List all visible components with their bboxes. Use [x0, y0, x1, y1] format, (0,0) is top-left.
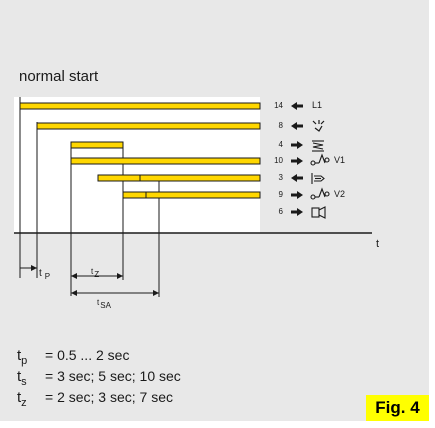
valve-v2-label: V2 — [334, 189, 345, 199]
formula-symbol: t — [17, 389, 22, 406]
signal-bar-3 — [97, 174, 261, 182]
valve-icon — [310, 153, 330, 166]
arrow-left-icon — [71, 290, 77, 296]
diagram-title: normal start — [19, 68, 99, 85]
formula-value: = 3 sec; 5 sec; 10 sec — [45, 368, 181, 384]
formula-subscript: s — [21, 376, 27, 388]
formula-value: = 0.5 ... 2 sec — [45, 347, 130, 363]
formula-tz: tz = 2 sec; 3 sec; 7 sec — [17, 390, 181, 411]
terminal-number: 8 — [279, 121, 284, 130]
signal-bar-14 — [19, 102, 261, 110]
formula-ts: ts = 3 sec; 5 sec; 10 sec — [17, 369, 181, 390]
signal-bar-8 — [36, 122, 261, 130]
terminal-number: 4 — [279, 140, 284, 149]
terminal-number: 9 — [279, 190, 284, 199]
flame-sensor-icon — [312, 120, 325, 132]
terminal-number: 10 — [274, 156, 283, 165]
alarm-horn-icon — [311, 206, 326, 219]
flame-signal-icon — [311, 173, 325, 184]
arrow-left-icon — [71, 273, 77, 279]
formula-symbol: t — [17, 347, 22, 364]
arrow-right-icon — [117, 273, 123, 279]
plot-area — [14, 97, 260, 233]
time-axis-label: t — [376, 238, 379, 250]
interval-tsa: tSA — [71, 290, 159, 310]
arrow-in-icon — [291, 122, 303, 130]
terminal-number: 14 — [274, 101, 283, 110]
timing-formulas: tp= 0.5 ... 2 sec ts= 3 sec; 5 sec; 10 s… — [17, 348, 181, 411]
valve-v1-label: V1 — [334, 155, 345, 165]
arrow-right-icon — [31, 265, 37, 271]
formula-symbol: t — [17, 368, 22, 385]
terminal-number: 6 — [279, 207, 284, 216]
arrow-in-icon — [291, 102, 303, 110]
arrow-right-icon — [153, 290, 159, 296]
arrow-out-icon — [291, 141, 303, 149]
arrow-out-icon — [291, 157, 303, 165]
interval-tz: tZ — [71, 267, 123, 279]
formula-tp: tp = 0.5 ... 2 sec — [17, 348, 181, 369]
interval-tz-label: tZ — [91, 267, 99, 279]
terminal-number: 3 — [279, 173, 284, 182]
formula-subscript: p — [21, 355, 28, 367]
ignition-transformer-icon — [312, 140, 324, 152]
formula-value: = 2 sec; 3 sec; 7 sec — [45, 389, 174, 405]
valve-icon — [310, 187, 330, 200]
supply-phase-label: L1 — [312, 100, 322, 110]
signal-bar-10 — [70, 157, 261, 165]
arrow-out-icon — [291, 208, 303, 216]
signal-bar-9 — [122, 191, 261, 199]
signal-bar-4 — [70, 141, 124, 149]
interval-tsa-label: tSA — [97, 298, 112, 310]
figure-label: Fig. 4 — [366, 395, 429, 421]
arrow-out-icon — [291, 191, 303, 199]
arrow-in-icon — [291, 174, 303, 182]
formula-subscript: z — [21, 397, 27, 409]
